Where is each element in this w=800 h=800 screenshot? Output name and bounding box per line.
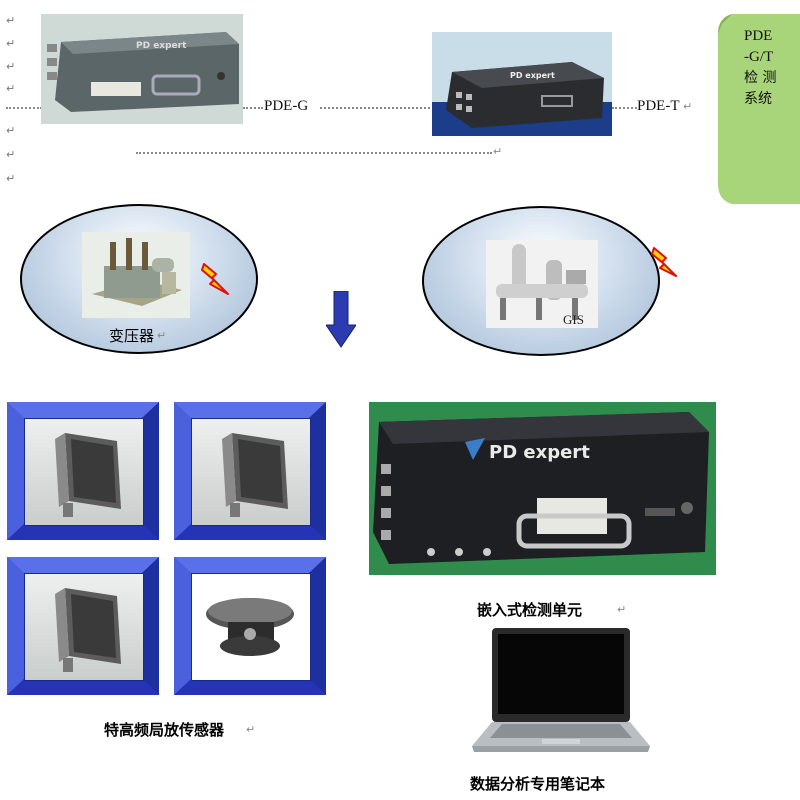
paragraph-mark: ↵ — [6, 124, 16, 137]
sensor-frame — [7, 557, 159, 695]
system-note-line: -G/T — [744, 49, 774, 65]
paragraph-mark: ↵ — [6, 148, 16, 161]
paragraph-mark: ↵ — [246, 723, 256, 736]
svg-text:PD expert: PD expert — [510, 71, 555, 80]
down-arrow-icon — [325, 290, 357, 349]
system-note-shape: PDE -G/T 检 测 系统 — [714, 14, 800, 204]
lightning-icon — [200, 262, 232, 298]
gis-picture — [486, 240, 598, 328]
sensor-frame — [7, 402, 159, 540]
system-note-line: PDE — [744, 28, 773, 44]
uhf-sensor-disc-picture — [191, 573, 311, 681]
system-note-line: 检 测 — [744, 70, 777, 86]
uhf-sensor-picture — [191, 418, 311, 526]
svg-text:PD expert: PD expert — [136, 41, 187, 51]
pde-t-device-photo: PD expert — [432, 32, 612, 136]
paragraph-mark: ↵ — [157, 329, 167, 342]
uhf-sensor-label: 特高频局放传感器 — [104, 721, 225, 739]
uhf-sensor-picture — [24, 573, 144, 681]
embedded-unit-photo: PD expert — [369, 402, 716, 575]
paragraph-mark: ↵ — [617, 603, 627, 616]
paragraph-mark: ↵ — [6, 172, 16, 185]
pde-g-label: PDE-G — [264, 98, 309, 114]
paragraph-mark: ↵ — [6, 14, 16, 27]
paragraph-mark: ↵ — [6, 60, 16, 73]
paragraph-mark: ↵ — [6, 37, 16, 50]
pde-g-device-photo: PD expert — [41, 14, 243, 124]
embedded-unit-label: 嵌入式检测单元 — [477, 601, 583, 619]
dotted-leader — [6, 107, 42, 109]
sensor-frame — [174, 557, 326, 695]
pde-t-label: PDE-T — [637, 98, 680, 114]
system-note-line: 系统 — [744, 91, 772, 107]
paragraph-mark: ↵ — [493, 145, 503, 158]
svg-text:PD expert: PD expert — [489, 442, 590, 463]
lightning-icon — [650, 246, 680, 280]
gis-label: GIS — [563, 312, 584, 327]
uhf-sensor-picture — [24, 418, 144, 526]
transformer-picture — [82, 232, 190, 318]
laptop-label: 数据分析专用笔记本 — [470, 775, 606, 793]
dotted-leader — [243, 107, 263, 109]
transformer-label: 变压器 — [109, 327, 155, 345]
dotted-leader — [320, 107, 430, 109]
sensor-frame — [174, 402, 326, 540]
paragraph-mark: ↵ — [6, 82, 16, 95]
laptop-picture — [468, 626, 654, 756]
paragraph-mark: ↵ — [683, 100, 693, 113]
system-note-text: PDE -G/T 检 测 系统 — [744, 26, 776, 110]
dotted-leader — [136, 152, 492, 154]
dotted-leader — [612, 107, 637, 109]
